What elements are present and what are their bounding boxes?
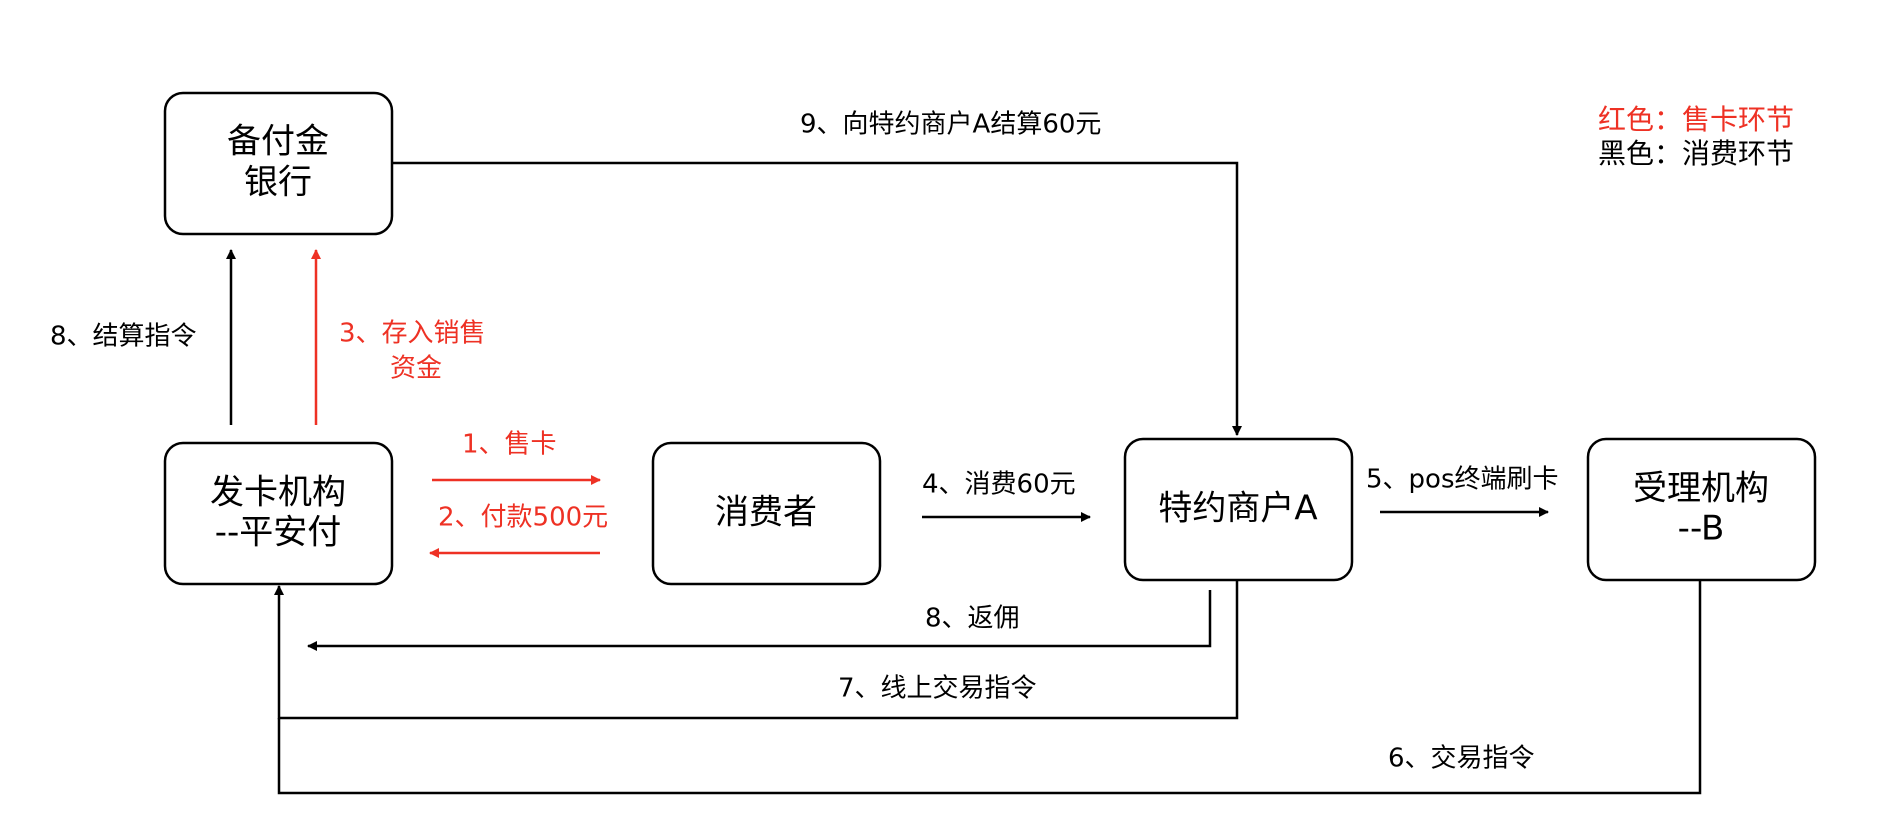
label-edge-1: 1、售卡	[462, 430, 557, 460]
node-bank-line1: 备付金	[227, 122, 329, 162]
node-acquirer: 受理机构 --B	[1586, 437, 1817, 582]
legend-black: 黑色：消费环节	[1598, 137, 1794, 170]
label-edge-7: 7、线上交易指令	[838, 674, 1037, 704]
label-edge-3-line1: 3、存入销售	[339, 319, 486, 349]
node-issuer-line2: --平安付	[215, 513, 342, 553]
label-edge-8-settle: 8、结算指令	[50, 322, 197, 352]
edge-merchant-to-issuer-online	[274, 580, 1239, 720]
node-bank-line2: 银行	[244, 163, 312, 203]
node-issuer: 发卡机构 --平安付	[163, 441, 394, 586]
node-issuer-line1: 发卡机构	[210, 473, 346, 513]
node-merchant-line1: 特约商户A	[1158, 489, 1317, 529]
label-edge-4: 4、消费60元	[922, 470, 1076, 500]
label-edge-2: 2、付款500元	[438, 503, 608, 533]
label-edge-5: 5、pos终端刷卡	[1366, 465, 1559, 495]
edge-bank-to-merchant	[393, 161, 1242, 436]
edge-acquirer-to-issuer	[277, 580, 1702, 795]
node-acquirer-line2: --B	[1678, 509, 1725, 549]
edge-merchant-to-issuer-rebate	[307, 590, 1212, 651]
node-bank: 备付金 银行	[163, 91, 394, 236]
label-edge-6: 6、交易指令	[1388, 744, 1535, 774]
label-edge-8-rebate: 8、返佣	[925, 604, 1020, 634]
node-acquirer-line1: 受理机构	[1633, 469, 1769, 509]
node-merchant: 特约商户A	[1123, 437, 1354, 582]
legend-red: 红色：售卡环节	[1598, 103, 1794, 136]
node-consumer: 消费者	[651, 441, 882, 586]
label-edge-3-line2: 资金	[390, 354, 442, 384]
node-consumer-line1: 消费者	[715, 493, 817, 533]
label-edge-9: 9、向特约商户A结算60元	[800, 110, 1101, 140]
